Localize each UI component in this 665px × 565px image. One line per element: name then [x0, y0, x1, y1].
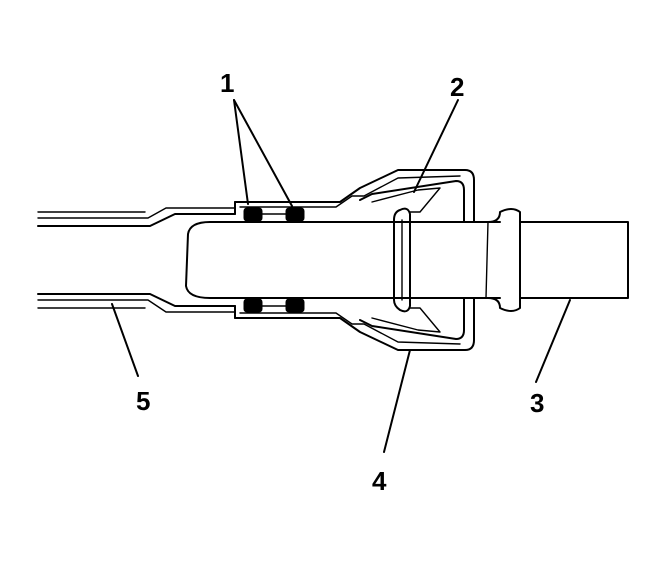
leader-1b	[233, 99, 293, 207]
o-rings-1	[243, 207, 305, 313]
callout-3: 3	[530, 388, 544, 418]
leader-1a	[233, 99, 249, 205]
tube-end-3	[185, 207, 629, 313]
tube-5	[37, 207, 236, 313]
connector-housing	[234, 169, 475, 351]
retainer-4	[359, 180, 465, 340]
leader-5	[111, 303, 139, 377]
callout-1: 1	[220, 68, 234, 98]
callout-4: 4	[372, 466, 387, 496]
callout-2: 2	[450, 72, 464, 102]
leader-4	[383, 349, 411, 453]
leader-lines	[111, 99, 571, 453]
callout-5: 5	[136, 386, 150, 416]
leader-2	[413, 99, 459, 193]
leader-3	[535, 299, 571, 383]
